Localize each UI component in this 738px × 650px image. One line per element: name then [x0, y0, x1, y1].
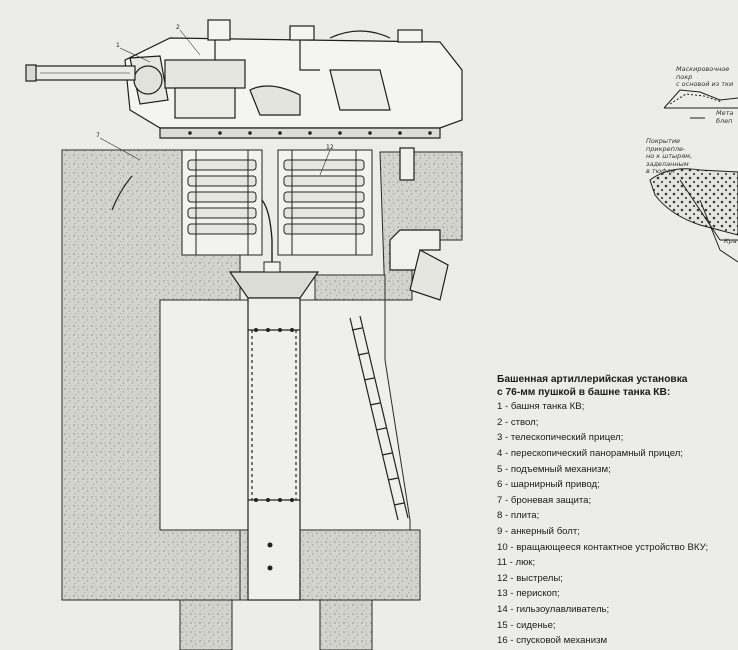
- legend-item: 16 - спусковой механизм: [497, 635, 608, 647]
- legend-item: 5 - подъемный механизм;: [497, 463, 611, 475]
- callout-leaders: [99, 29, 331, 176]
- side-periscope: [389, 147, 449, 301]
- legend-item: 8 - плита;: [497, 510, 540, 522]
- legend-title-line-1: Башенная артиллерийская установка: [497, 374, 688, 385]
- legend-item: 9 - анкерный болт;: [497, 525, 580, 537]
- central-column: [228, 271, 320, 601]
- legend-item: 3 - телескопический прицел;: [497, 432, 624, 444]
- callout-number-7: 7: [96, 132, 100, 139]
- legend-item: 6 - шарнирный привод;: [497, 479, 600, 491]
- legend-item: 10 - вращающееся контактное устройство В…: [497, 541, 709, 553]
- legend-item: 1 - башня танка КВ;: [497, 401, 585, 413]
- side-note-metal: Мета блеп: [716, 109, 734, 125]
- legend-item: 15 - сиденье;: [497, 619, 556, 631]
- callout-number-2: 2: [176, 24, 180, 31]
- legend-item: 7 - броневая защита;: [497, 494, 592, 506]
- cable-hook: [111, 175, 133, 211]
- ladder: [349, 315, 409, 521]
- callout-number-12: 12: [326, 144, 334, 151]
- tank-turret: [25, 19, 463, 139]
- camouflage-sketches: [649, 89, 738, 263]
- side-note-camouflage-cover: Маскировочное покр с основой из тки: [676, 65, 734, 88]
- legend-item: 11 - люк;: [497, 557, 536, 569]
- legend-item: 12 - выстрелы;: [497, 572, 563, 584]
- legend-items: 1 - башня танка КВ; 2 - ствол; 3 - телес…: [497, 399, 733, 649]
- legend-item: 4 - перескопический панорамный прицел;: [497, 447, 683, 459]
- side-note-edge: Кра: [724, 237, 737, 245]
- callout-number-1: 1: [116, 42, 120, 49]
- ammunition-racks: [181, 149, 373, 273]
- side-note-cover-attached: Покрытие прикрепле- но к штырям, заделан…: [646, 137, 693, 175]
- legend-item: 2 - ствол;: [497, 416, 539, 428]
- legend: Башенная артиллерийская установка с 76-м…: [497, 374, 733, 649]
- legend-item: 13 - перископ;: [497, 588, 560, 600]
- legend-item: 14 - гильзоулавливатель;: [497, 603, 610, 615]
- legend-title-line-2: с 76-мм пушкой в башне танка КВ:: [497, 386, 671, 398]
